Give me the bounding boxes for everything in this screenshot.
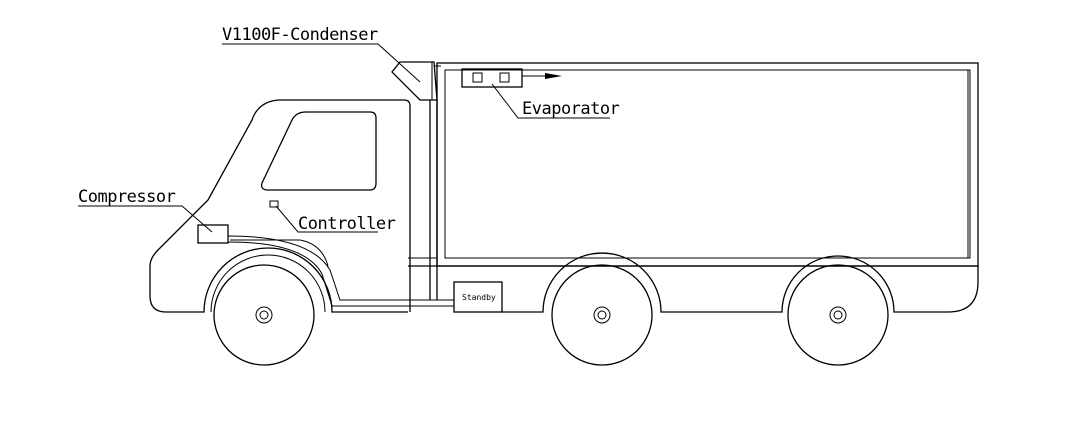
truck-cab bbox=[149, 99, 411, 313]
front-wheel bbox=[213, 264, 315, 366]
compressor-label: Compressor bbox=[78, 187, 176, 207]
compressor-unit bbox=[197, 224, 229, 244]
evaporator-unit bbox=[461, 68, 562, 88]
refrigerant-pipes bbox=[227, 100, 454, 307]
chassis bbox=[408, 252, 979, 313]
evaporator-label: Evaporator bbox=[522, 99, 620, 119]
leader-lines bbox=[78, 43, 610, 233]
standby-label: Standby bbox=[462, 293, 496, 302]
controller-unit bbox=[269, 200, 279, 208]
condenser-label: V1100F-Condenser bbox=[222, 25, 378, 45]
cargo-box bbox=[436, 62, 979, 267]
middle-wheel bbox=[551, 264, 653, 366]
airflow-arrow-icon bbox=[545, 73, 562, 79]
rear-wheel bbox=[787, 264, 889, 366]
condenser-unit bbox=[391, 61, 441, 101]
controller-label: Controller bbox=[298, 214, 396, 234]
standby-box bbox=[453, 281, 503, 313]
